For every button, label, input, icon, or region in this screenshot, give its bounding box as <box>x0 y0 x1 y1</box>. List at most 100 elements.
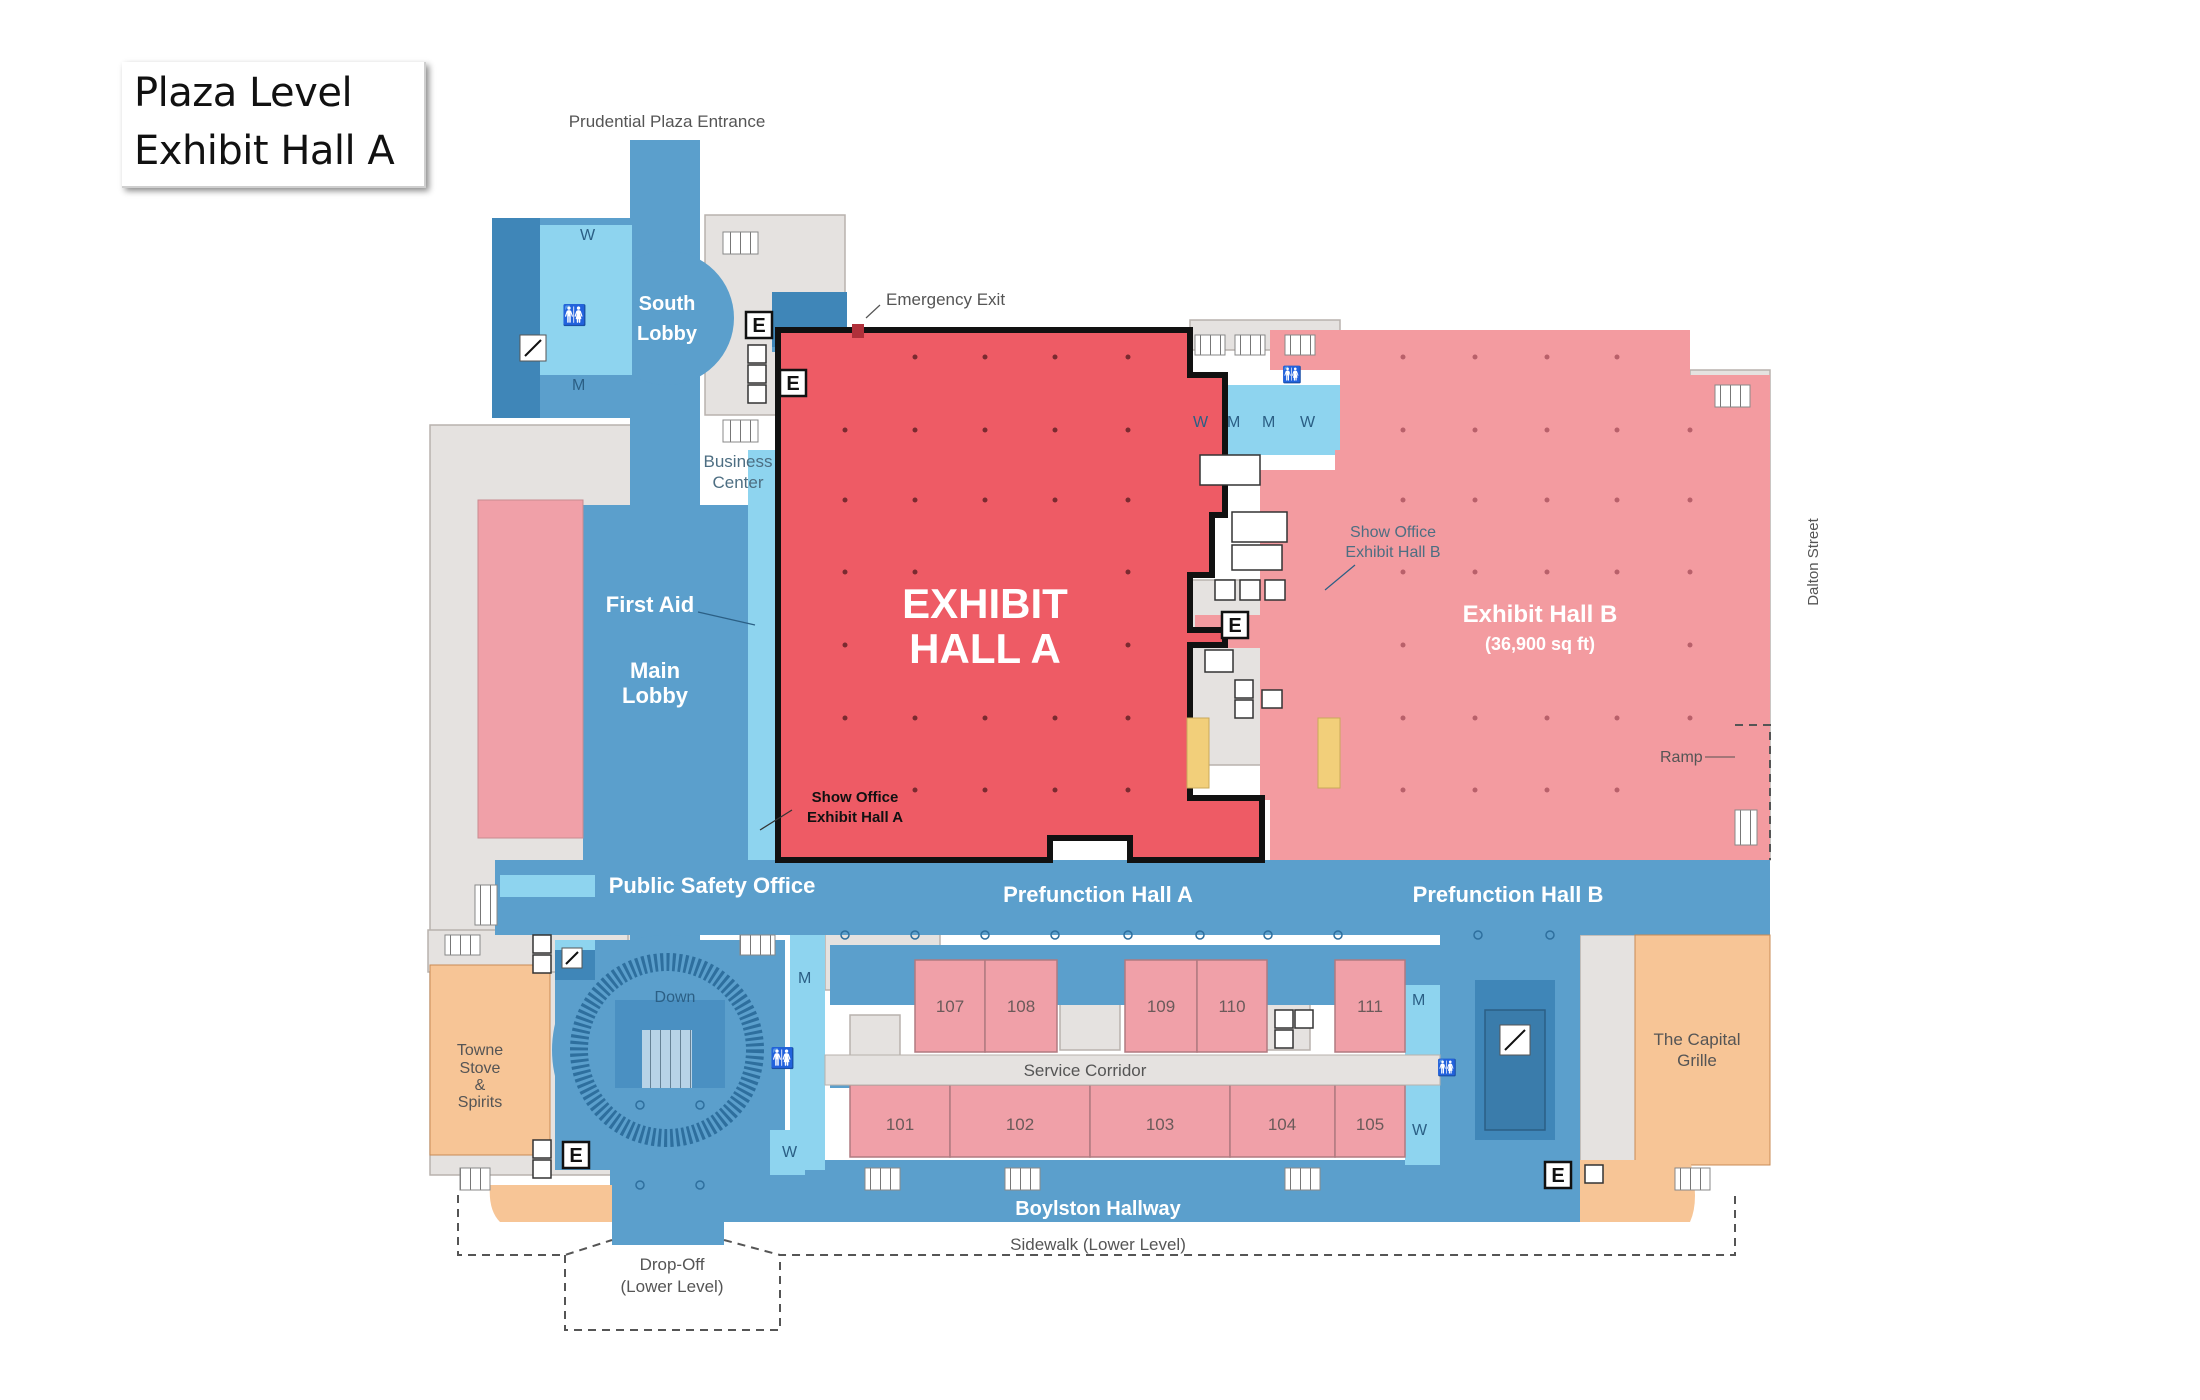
title-hall: Exhibit Hall A <box>134 128 395 174</box>
capital-grille-bottom <box>1580 1160 1695 1222</box>
elevator-icon: E <box>744 310 774 340</box>
restroom-marks: W M W M M W M W M W <box>572 227 1428 1161</box>
elevator-icon: E <box>1220 610 1250 640</box>
stairs-icon <box>864 1167 901 1191</box>
coat-check-icon <box>1274 1029 1294 1049</box>
business-center-label-2: Center <box>712 473 763 492</box>
escalator-icon <box>561 947 583 969</box>
elevator-icon: E <box>561 1140 591 1170</box>
service-corridor <box>824 1054 1441 1086</box>
stairs-icon <box>642 1030 692 1088</box>
sidewalk-outline <box>457 724 1771 1331</box>
coat-check-icon <box>747 344 767 364</box>
business-center-label: Business <box>704 452 773 471</box>
women-restroom-mark: W <box>1193 414 1209 431</box>
women-restroom-mark: W <box>1412 1122 1428 1139</box>
first-aid-leader <box>697 611 756 626</box>
coat-check-icon <box>1239 579 1261 601</box>
main-lobby-label-2: Lobby <box>622 683 689 708</box>
meeting-rooms <box>849 959 1406 1158</box>
escalator-icon <box>1484 1009 1546 1131</box>
prefunction-columns <box>635 930 1555 1190</box>
women-restroom-mark: W <box>782 1144 798 1161</box>
boylston-label: Boylston Hallway <box>1015 1198 1181 1220</box>
dropoff-label: Drop-Off <box>640 1255 705 1274</box>
restroom-icon <box>1317 717 1341 789</box>
stairs-icon <box>1194 334 1226 356</box>
stairs-icon <box>1734 809 1758 846</box>
first-aid-label: First Aid <box>606 592 694 617</box>
towne-stove-label-4: Spirits <box>458 1094 502 1111</box>
restroom-icon: 🚻 <box>562 303 587 327</box>
men-restroom-mark: M <box>1262 414 1275 431</box>
public-safety-label: Public Safety Office <box>609 873 816 898</box>
stairs-icon <box>1674 1167 1711 1191</box>
exhibit-hall-a-label-2: HALL A <box>909 625 1061 672</box>
escalator-icon <box>519 334 547 362</box>
room-111: 111 <box>1357 997 1383 1016</box>
south-lobby-label-2: Lobby <box>637 323 698 345</box>
hall-a-columns <box>842 354 1131 793</box>
dalton-street-label: Dalton Street <box>1805 517 1822 605</box>
prefunction-b-label: Prefunction Hall B <box>1413 882 1604 907</box>
towne-stove-restaurant <box>429 964 551 1156</box>
coat-check-icon <box>1214 579 1236 601</box>
down-label: Down <box>655 989 696 1006</box>
emergency-exit-label: Emergency Exit <box>886 290 1005 309</box>
show-office-a-label-2: Exhibit Hall A <box>807 809 903 826</box>
elevator-icon: E <box>1543 1160 1573 1190</box>
stairs-icon <box>722 419 759 443</box>
capital-grille-restaurant <box>1634 934 1771 1166</box>
capital-grille-label: The Capital <box>1654 1030 1741 1049</box>
svg-text:E: E <box>752 315 765 337</box>
south-lobby-label: South <box>639 293 696 315</box>
emergency-exit-leader <box>865 304 881 319</box>
coat-check-icon <box>532 1159 552 1179</box>
stairs-icon <box>1284 1167 1321 1191</box>
emergency-exit-marker <box>852 324 864 338</box>
svg-text:E: E <box>1228 615 1241 637</box>
room-109: 109 <box>1147 997 1175 1016</box>
coat-check-icon <box>1234 699 1254 719</box>
show-office-b-leader <box>1324 564 1356 591</box>
exhibit-hall-b-label: Exhibit Hall B <box>1463 601 1618 628</box>
show-office-b-label: Show Office <box>1350 524 1436 541</box>
women-restroom-mark: W <box>580 227 596 244</box>
coat-check-icon <box>1231 544 1283 571</box>
prefunction-a-label: Prefunction Hall A <box>1003 882 1193 907</box>
towne-stove-label-3: & <box>475 1077 486 1094</box>
exhibit-hall-a-label: EXHIBIT <box>902 580 1068 627</box>
coat-check-icon <box>747 364 767 384</box>
women-restroom-mark: W <box>1300 414 1316 431</box>
men-restroom-mark: M <box>572 377 585 394</box>
capital-grille-label-2: Grille <box>1677 1051 1717 1070</box>
family-restrooms <box>1186 717 1341 789</box>
coat-check-icon <box>532 934 552 954</box>
room-105: 105 <box>1356 1115 1384 1134</box>
room-108: 108 <box>1007 997 1035 1016</box>
grand-staircase <box>570 953 764 1147</box>
stairs-icon <box>1284 334 1316 356</box>
stairs-icon <box>444 934 481 956</box>
men-restroom-mark: M <box>1227 414 1240 431</box>
coat-check-icon <box>1261 689 1283 709</box>
coat-check-icon <box>1231 511 1288 543</box>
escalators <box>519 334 1546 1131</box>
restroom-icon: 🚻 <box>1282 365 1302 384</box>
elevator-icon: E <box>778 368 808 398</box>
svg-text:E: E <box>786 373 799 395</box>
stairs-icon <box>1234 334 1266 356</box>
coat-check-icon <box>747 384 767 404</box>
towne-stove-bottom <box>489 1185 612 1222</box>
towne-stove-label-2: Stove <box>460 1060 501 1077</box>
show-office-a-label: Show Office <box>812 789 899 806</box>
stairs-icon <box>722 231 759 255</box>
entrance-label: Prudential Plaza Entrance <box>569 112 766 131</box>
coat-check-icon <box>1204 649 1234 673</box>
room-103: 103 <box>1146 1115 1174 1134</box>
title-level: Plaza Level <box>134 70 353 116</box>
restroom-icon: 🚻 <box>770 1046 795 1070</box>
elevators: E E E E E <box>561 310 1573 1190</box>
men-restroom-mark: M <box>1412 992 1425 1009</box>
